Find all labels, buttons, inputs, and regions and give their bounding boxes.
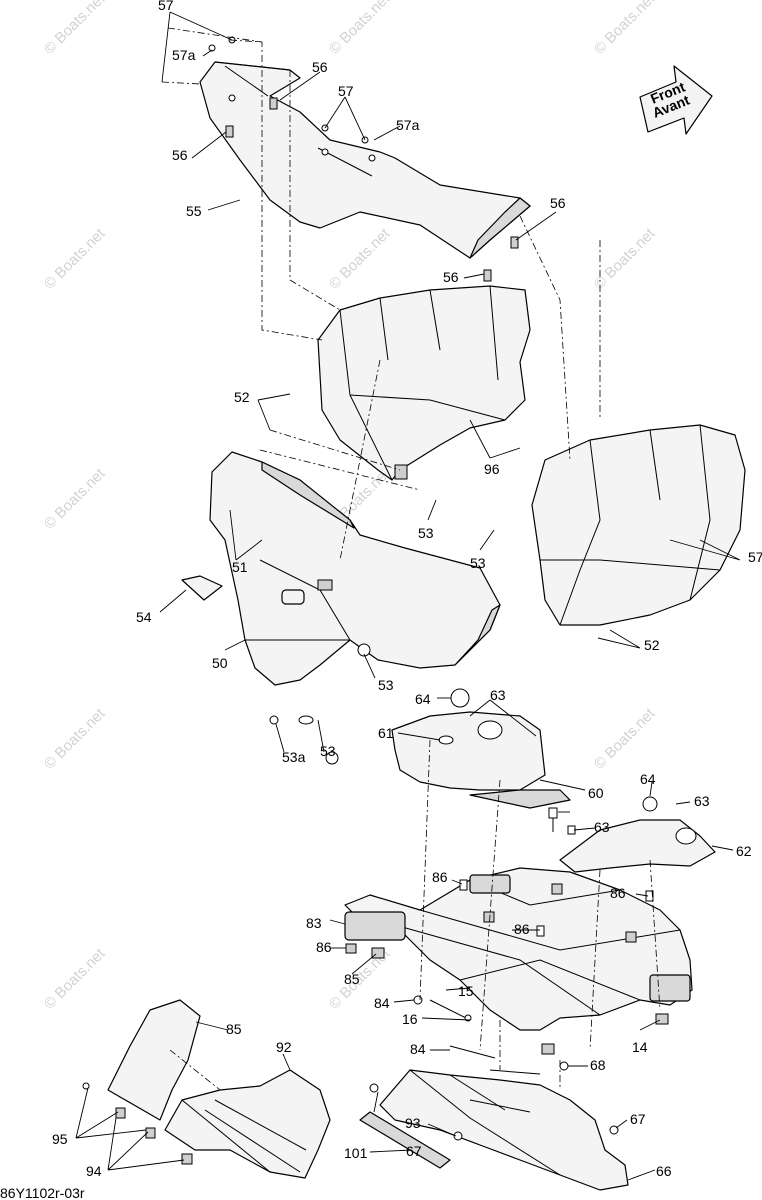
leader-lines: [75, 11, 741, 1181]
callout-label: 63: [490, 687, 506, 703]
callout-label: 56: [172, 147, 188, 163]
callout-label: 96: [484, 461, 500, 477]
callout-label: 16: [402, 1011, 418, 1027]
callout-label: 51: [232, 559, 248, 575]
callout-label: 63: [694, 793, 710, 809]
callout-label: 67: [406, 1143, 422, 1159]
callout-label: 101: [344, 1145, 368, 1161]
figure-code: 86Y1102r-03r: [0, 1185, 85, 1200]
callout-label: 53: [418, 525, 434, 541]
front-direction-arrow-icon: Front Avant: [639, 65, 713, 135]
watermark-text: © Boats.net: [41, 225, 109, 293]
callout-label: 50: [212, 655, 228, 671]
watermark-text: © Boats.net: [326, 225, 394, 293]
callout-label: 83: [306, 915, 322, 931]
right-side-housing: [531, 424, 746, 626]
callout-label: 84: [410, 1041, 426, 1057]
callout-label: 63: [594, 819, 610, 835]
callout-label: 52: [644, 637, 660, 653]
main-frame-chassis: [344, 867, 693, 1071]
callout-label: 84: [374, 995, 390, 1011]
watermark-text: © Boats.net: [41, 705, 109, 773]
lower-fairing-hardware: [269, 643, 371, 765]
callout-label: 14: [632, 1039, 648, 1055]
callout-label: 92: [276, 1039, 292, 1055]
lower-side-covers: [82, 999, 331, 1179]
console-cover-upper: [391, 688, 571, 809]
callout-label: 53: [470, 555, 486, 571]
callout-label: 56: [312, 59, 328, 75]
watermark-text: © Boats.net: [41, 465, 109, 533]
callout-label: 85: [344, 971, 360, 987]
callout-label: 85: [226, 1021, 242, 1037]
callout-label: 57: [158, 0, 174, 13]
callout-label: 53: [320, 743, 336, 759]
callout-label: 93: [405, 1115, 421, 1131]
skid-plate: [359, 1045, 629, 1191]
callout-label: 95: [52, 1131, 68, 1147]
alignment-lines: [161, 27, 661, 1091]
callout-label: 64: [415, 691, 431, 707]
callout-label: 57: [748, 549, 762, 565]
callout-label: 55: [186, 203, 202, 219]
callout-label: 56: [443, 269, 459, 285]
callout-label: 57a: [396, 117, 420, 133]
callout-label: 15: [458, 983, 474, 999]
watermark-text: © Boats.net: [591, 0, 659, 58]
callout-label: 66: [656, 1163, 672, 1179]
callout-label: 86: [432, 869, 448, 885]
watermark-text: © Boats.net: [41, 945, 109, 1013]
callout-labels: 57 57a 56 57 57a 56 55 56 56 52 96 53 51 53 54 57 50 52 53…: [52, 0, 762, 1179]
watermark-text: © Boats.net: [41, 0, 109, 58]
frame-bolts: [413, 807, 654, 1022]
callout-label: 57: [338, 83, 354, 99]
watermark-text: © Boats.net: [591, 705, 659, 773]
callout-label: 53: [378, 677, 394, 693]
callout-label: 86: [316, 939, 332, 955]
fairing-hardware: [208, 36, 519, 282]
callout-label: 56: [550, 195, 566, 211]
upper-fairing-panel: [199, 61, 531, 259]
callout-label: 60: [588, 785, 604, 801]
watermark-text: © Boats.net: [326, 0, 394, 58]
callout-label: 62: [736, 843, 752, 859]
callout-label: 64: [640, 771, 656, 787]
callout-label: 52: [234, 389, 250, 405]
callout-label: 86: [610, 885, 626, 901]
callout-label: 54: [136, 609, 152, 625]
callout-label: 67: [630, 1111, 646, 1127]
callout-label: 53a: [282, 749, 306, 765]
watermark-text: © Boats.net: [591, 225, 659, 293]
callout-label: 68: [590, 1057, 606, 1073]
callout-label: 94: [86, 1163, 102, 1179]
callout-label: 86: [514, 921, 530, 937]
console-cover-right: [559, 796, 716, 873]
callout-label: 57a: [172, 47, 196, 63]
lower-fairing-body: [181, 451, 501, 686]
inner-cowl-housing: [317, 285, 531, 481]
callout-label: 61: [378, 725, 394, 741]
